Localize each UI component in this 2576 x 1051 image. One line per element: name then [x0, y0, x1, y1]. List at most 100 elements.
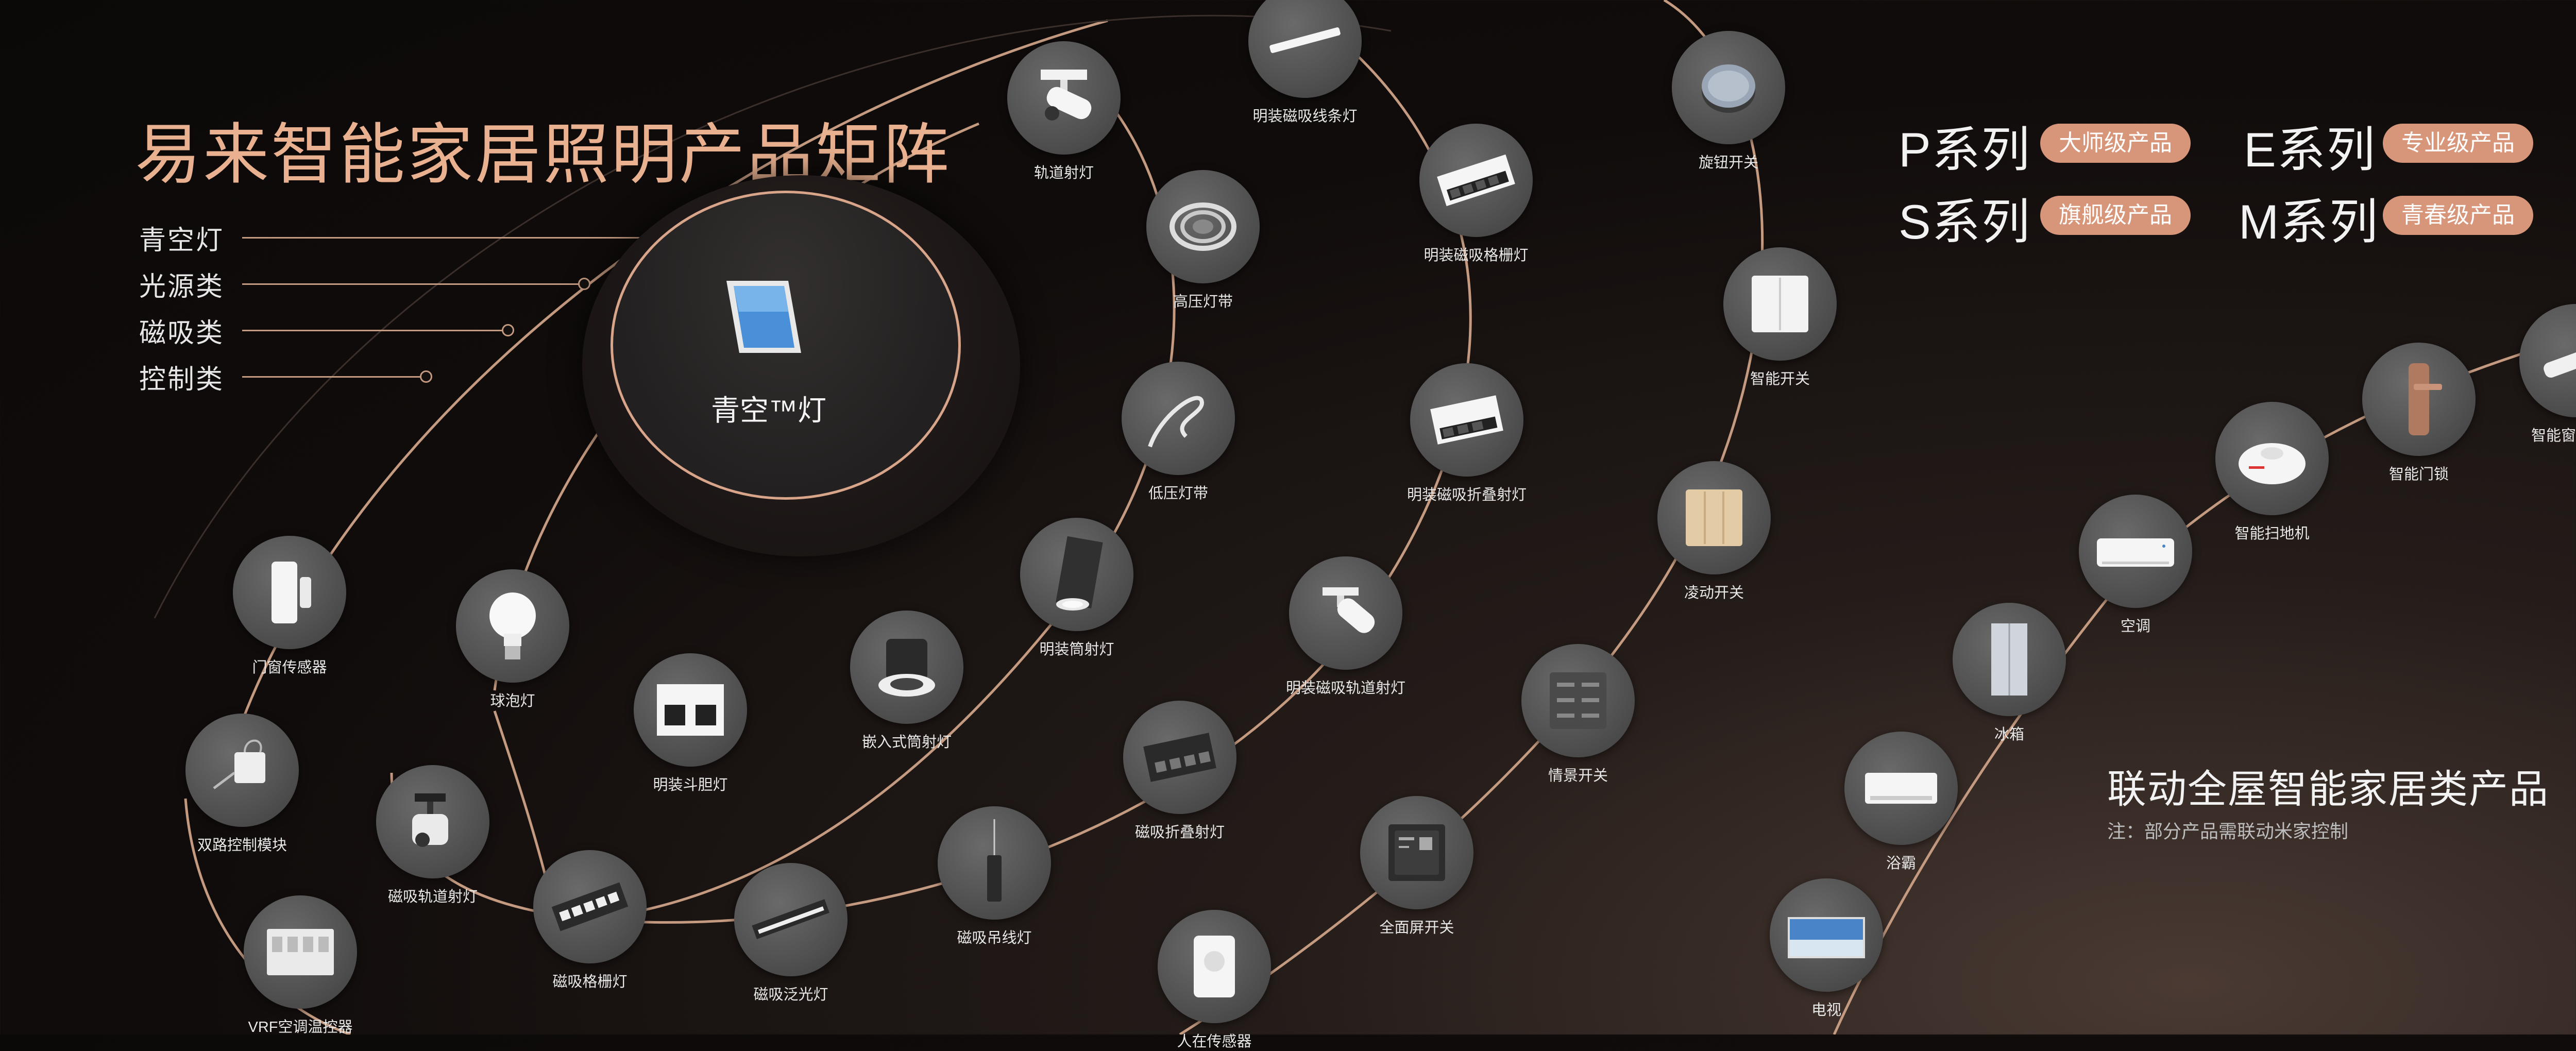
magnetic-track-icon	[1323, 587, 1375, 633]
product-label: 磁吸格栅灯	[552, 974, 628, 990]
downlight-icon	[878, 639, 935, 697]
product-bulb: 球泡灯	[453, 569, 572, 709]
fold-spot-icon	[1430, 395, 1503, 445]
product-label: 明装斗胆灯	[653, 777, 728, 793]
strip-light-icon	[1269, 27, 1341, 53]
product-label: 球泡灯	[490, 693, 535, 709]
product-label: 空调	[2120, 618, 2150, 635]
linkage-ac: 空调	[2076, 495, 2195, 635]
product-label: 明装筒射灯	[1039, 641, 1114, 658]
series-m-badge: 青春级产品	[2383, 196, 2533, 235]
linkage-bath-heater: 浴霸	[1842, 732, 1960, 872]
pendant-icon	[987, 819, 1002, 902]
product-scene-switch: 情景开关	[1519, 644, 1637, 784]
linkage-title: 联动全屋智能家居类产品	[2107, 768, 2549, 811]
linkage-tv: 电视	[1767, 878, 1886, 1019]
category-line	[242, 376, 428, 378]
product-magnetic-track-spot: 磁吸轨道射灯	[374, 765, 492, 905]
product-label: VRF空调温控器	[248, 1019, 353, 1036]
category-dot	[578, 278, 590, 290]
door-lock-icon	[2409, 363, 2442, 435]
product-low-voltage-strip: 低压灯带	[1119, 362, 1238, 502]
product-label: 明装磁吸轨道射灯	[1285, 680, 1405, 697]
scene-switch-icon	[1550, 672, 1606, 729]
product-label: 明装磁吸格栅灯	[1423, 247, 1529, 264]
tv-icon	[1788, 917, 1865, 958]
series-e: E系列	[2244, 123, 2376, 177]
qingkong-panel-icon	[726, 281, 801, 353]
product-label: 磁吸吊线灯	[957, 930, 1032, 946]
category-dot	[420, 370, 432, 383]
product-magnetic-pendant: 磁吸吊线灯	[935, 806, 1054, 946]
linkage-robot: 智能扫地机	[2213, 402, 2331, 542]
product-magnetic-fold-spot: 磁吸折叠射灯	[1121, 701, 1239, 841]
knob-icon	[1702, 64, 1755, 113]
ac-icon	[2097, 538, 2174, 567]
door-sensor-icon	[272, 562, 311, 623]
product-surface-grille-spot: 明装斗胆灯	[631, 653, 750, 793]
product-label: 旋钮开关	[1698, 155, 1758, 171]
product-surface-magnetic-grille: 明装磁吸格栅灯	[1417, 124, 1535, 264]
category-magnetic: 磁吸类	[139, 318, 225, 348]
product-magnetic-flood: 磁吸泛光灯	[732, 863, 850, 1003]
product-label: 明装磁吸折叠射灯	[1406, 487, 1527, 503]
series-s-badge: 旗舰级产品	[2040, 196, 2191, 235]
product-vrf-controller: VRF空调温控器	[241, 895, 360, 1036]
category-line	[242, 330, 505, 331]
product-lingdong-switch: 凌动开关	[1655, 461, 1773, 601]
grille-dark-icon	[551, 882, 629, 931]
linkage-fridge: 冰箱	[1950, 603, 2069, 743]
product-label: 高压灯带	[1173, 294, 1233, 310]
product-surface-cylinder-spot: 明装筒射灯	[1018, 518, 1136, 658]
controller-icon	[267, 929, 334, 975]
fridge-icon	[1991, 623, 2027, 696]
product-label: 情景开关	[1548, 768, 1608, 784]
product-label: 磁吸折叠射灯	[1134, 824, 1225, 841]
product-label: 智能窗帘电机	[2531, 428, 2576, 444]
product-high-voltage-strip: 高压灯带	[1144, 170, 1262, 310]
product-surface-magnetic-strip: 明装磁吸线条灯	[1246, 0, 1364, 125]
product-label: 嵌入式筒射灯	[861, 734, 952, 751]
product-magnetic-grille: 磁吸格栅灯	[531, 850, 649, 990]
product-label: 双路控制模块	[197, 837, 287, 854]
product-surface-magnetic-fold: 明装磁吸折叠射灯	[1407, 363, 1527, 503]
product-label: 智能门锁	[2388, 466, 2449, 483]
bulb-icon	[489, 592, 536, 659]
switch-panel-icon	[1752, 276, 1808, 332]
cylinder-spot-icon	[1056, 536, 1103, 611]
product-door-sensor: 门窗传感器	[230, 536, 349, 676]
touch-panel-icon	[1388, 824, 1445, 881]
product-smart-switch: 智能开关	[1721, 247, 1839, 387]
series-e-badge: 专业级产品	[2383, 124, 2533, 163]
product-knob-switch: 旋钮开关	[1669, 31, 1788, 171]
product-label: 智能扫地机	[2234, 526, 2310, 542]
qingkong-label: 青空™灯	[711, 394, 826, 427]
grille-box-icon	[657, 684, 724, 736]
category-dot	[502, 324, 514, 336]
product-label: 智能开关	[1750, 371, 1810, 387]
grille-light-icon	[1437, 154, 1515, 207]
product-dual-control: 双路控制模块	[183, 714, 301, 854]
flood-light-icon	[752, 899, 829, 939]
product-label: 轨道射灯	[1033, 165, 1094, 181]
magnetic-spot-icon	[412, 793, 448, 847]
track-spot-icon	[1041, 70, 1092, 121]
product-label: 浴霸	[1886, 855, 1916, 872]
series-m: M系列	[2239, 195, 2379, 249]
product-label: 全面屏开关	[1379, 920, 1454, 936]
product-label: 磁吸轨道射灯	[387, 889, 478, 905]
robot-vacuum-icon	[2239, 443, 2306, 484]
product-label: 明装磁吸线条灯	[1252, 108, 1358, 125]
category-qingkong: 青空灯	[139, 226, 225, 256]
product-recessed-downlight: 嵌入式筒射灯	[848, 611, 966, 751]
product-label: 人在传感器	[1177, 1033, 1252, 1050]
gold-switch-icon	[1686, 489, 1742, 546]
strip-coil-icon	[1148, 396, 1204, 448]
product-label: 电视	[1811, 1002, 1841, 1019]
category-line	[242, 283, 582, 285]
series-p: P系列	[1899, 123, 2031, 177]
product-track-spot: 轨道射灯	[1005, 41, 1123, 181]
linkage-curtain-motor: 智能窗帘电机	[2517, 304, 2576, 444]
bath-heater-icon	[1865, 773, 1937, 804]
control-module-icon	[213, 739, 265, 789]
